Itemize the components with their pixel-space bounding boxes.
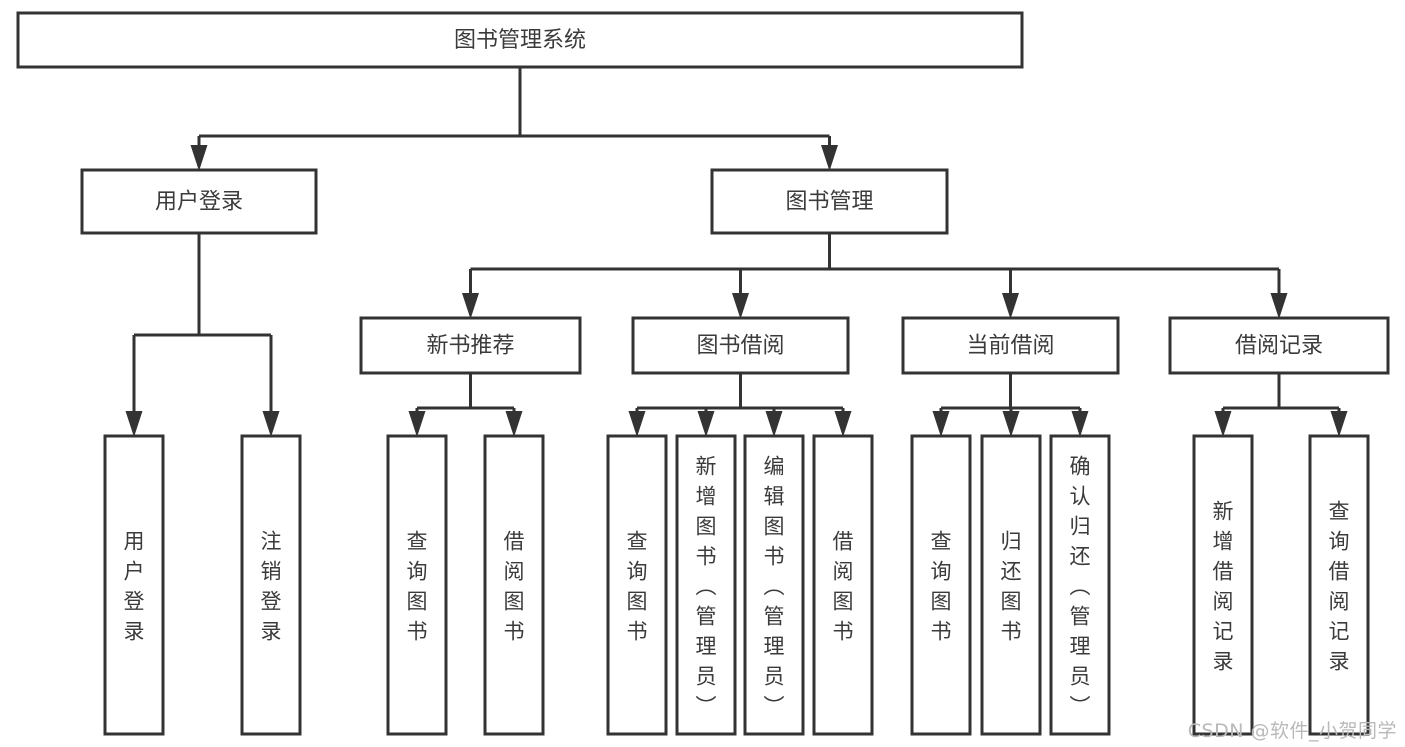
- node-label: 新增图书︵管理员︶: [696, 454, 717, 718]
- node-root-root[interactable]: 图书管理系统: [16, 11, 1024, 69]
- node-label: 用户登录: [124, 529, 145, 643]
- node-current-borrow[interactable]: 当前借阅: [901, 316, 1120, 375]
- connector-user-login-bus: [125, 233, 280, 437]
- node-label: 新书推荐: [426, 334, 514, 359]
- node-borrow-records[interactable]: 借阅记录: [1168, 316, 1390, 375]
- node-leaf-query-book-rec[interactable]: 查询图书: [386, 434, 448, 736]
- node-layer: 图书管理系统用户登录图书管理新书推荐图书借阅当前借阅借阅记录用户登录注销登录查询…: [16, 11, 1390, 736]
- node-label: 确认归还︵管理员︶: [1070, 454, 1091, 718]
- node-leaf-borrow-book-rec[interactable]: 借阅图书: [483, 434, 545, 736]
- node-user-login[interactable]: 用户登录: [80, 168, 318, 235]
- node-label: 查询借阅记录: [1329, 499, 1350, 673]
- node-label: 借阅图书: [833, 529, 854, 643]
- node-leaf-query-book-current[interactable]: 查询图书: [910, 434, 972, 736]
- connector-borrow-records-bus: [1214, 373, 1348, 437]
- node-label: 查询图书: [931, 529, 952, 643]
- node-book-borrow[interactable]: 图书借阅: [631, 316, 850, 375]
- node-leaf-borrow-book[interactable]: 借阅图书: [812, 434, 874, 736]
- node-label: 图书管理: [785, 190, 873, 215]
- node-label: 查询图书: [407, 529, 428, 643]
- connector-current-borrow-bus: [932, 373, 1089, 437]
- node-label: 查询图书: [627, 529, 648, 643]
- node-leaf-add-book-admin[interactable]: 新增图书︵管理员︶: [675, 434, 737, 736]
- connector-book-management-bus: [462, 233, 1288, 319]
- node-leaf-user-login[interactable]: 用户登录: [103, 434, 165, 736]
- node-label: 借阅图书: [504, 529, 525, 643]
- node-book-management[interactable]: 图书管理: [710, 168, 949, 235]
- node-label: 归还图书: [1001, 529, 1022, 643]
- node-leaf-confirm-return-admin[interactable]: 确认归还︵管理员︶: [1049, 434, 1111, 736]
- connector-root-bus: [190, 67, 838, 171]
- node-label: 当前借阅: [966, 334, 1054, 359]
- node-new-book-recommend[interactable]: 新书推荐: [359, 316, 582, 375]
- node-label: 借阅记录: [1235, 334, 1323, 359]
- node-leaf-query-borrow-record[interactable]: 查询借阅记录: [1308, 434, 1370, 736]
- node-label: 注销登录: [261, 529, 282, 643]
- node-leaf-return-book[interactable]: 归还图书: [980, 434, 1042, 736]
- node-label: 编辑图书︵管理员︶: [764, 454, 785, 718]
- node-leaf-add-borrow-record[interactable]: 新增借阅记录: [1192, 434, 1254, 736]
- node-leaf-edit-book-admin[interactable]: 编辑图书︵管理员︶: [743, 434, 805, 736]
- node-label: 用户登录: [155, 190, 243, 215]
- connector-layer: [125, 67, 1348, 437]
- node-leaf-logout[interactable]: 注销登录: [240, 434, 302, 736]
- connector-book-borrow-bus: [628, 373, 852, 437]
- connector-new-book-recommend-bus: [408, 373, 523, 437]
- node-label: 图书借阅: [696, 334, 784, 359]
- node-label: 图书管理系统: [454, 28, 586, 53]
- node-label: 新增借阅记录: [1213, 499, 1234, 673]
- node-leaf-query-book-borrow[interactable]: 查询图书: [606, 434, 668, 736]
